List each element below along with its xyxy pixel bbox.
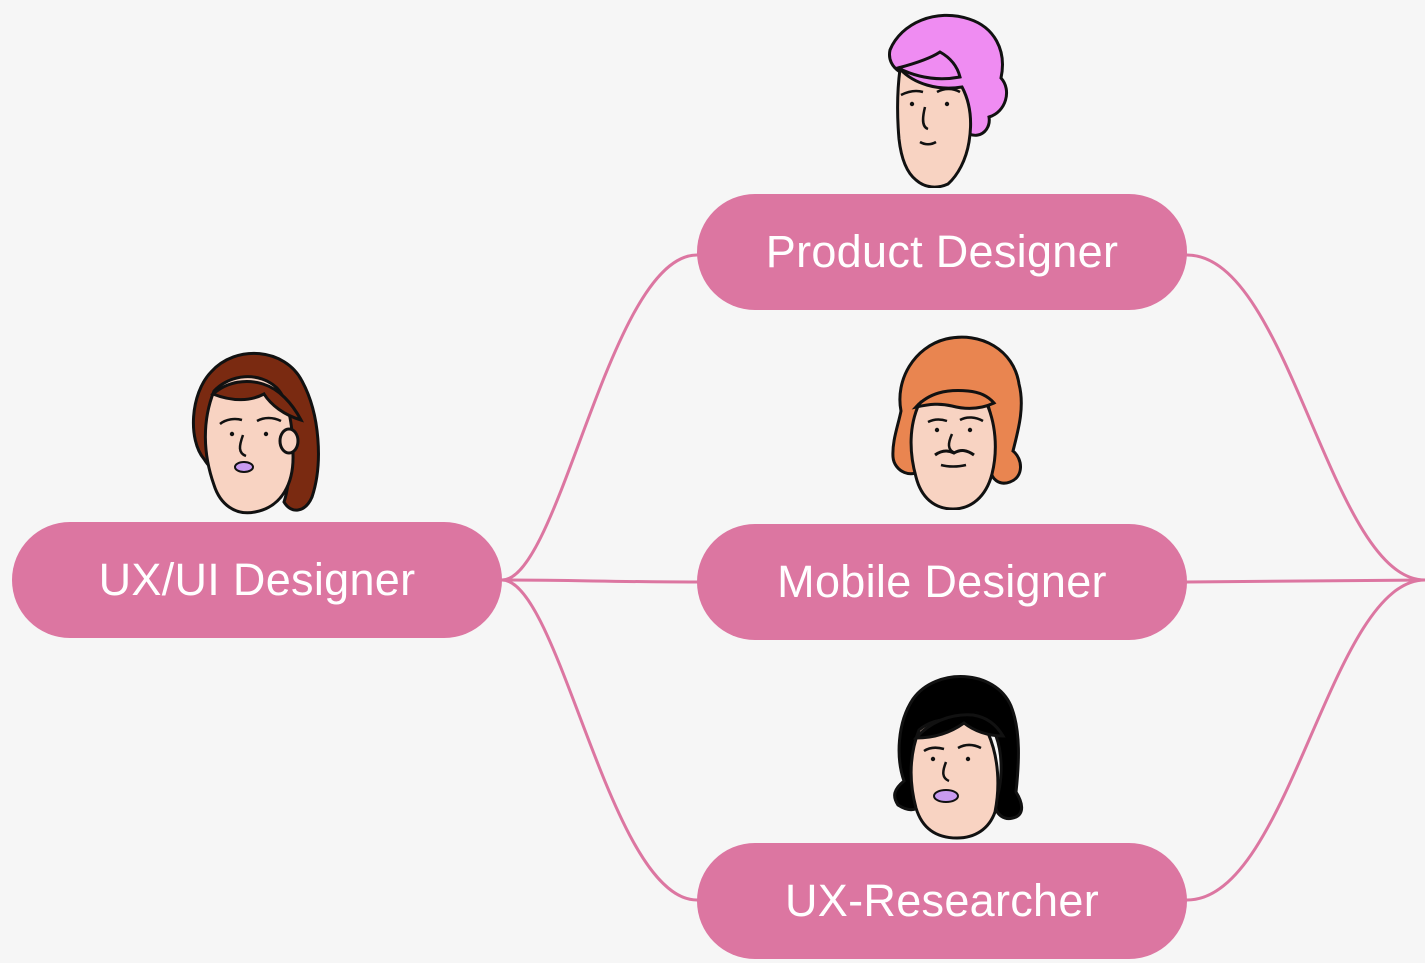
connector-product-to-right: [1185, 253, 1425, 582]
man-orange-curly-hair-icon: [885, 330, 1035, 510]
mobile-designer-node: Mobile Designer: [697, 524, 1187, 640]
connector-research-to-right: [1185, 578, 1425, 902]
product-designer-label: Product Designer: [765, 226, 1119, 277]
woman-black-hair-icon: [885, 660, 1035, 840]
ux-ui-designer-label: UX/UI Designer: [98, 554, 416, 605]
connector-ux-ui-to-research: [500, 578, 699, 902]
ux-researcher-label: UX-Researcher: [785, 875, 1099, 926]
connector-ux-ui-to-product: [500, 253, 699, 582]
product-designer-node: Product Designer: [697, 194, 1187, 310]
connector-ux-ui-to-mobile: [500, 578, 699, 584]
ux-researcher-node: UX-Researcher: [697, 843, 1187, 959]
connector-mobile-to-right: [1185, 578, 1425, 584]
mobile-designer-label: Mobile Designer: [777, 556, 1107, 607]
man-pink-hair-icon: [870, 8, 1020, 188]
ux-ui-designer-node: UX/UI Designer: [12, 522, 502, 638]
woman-brown-hair-icon: [180, 338, 330, 518]
